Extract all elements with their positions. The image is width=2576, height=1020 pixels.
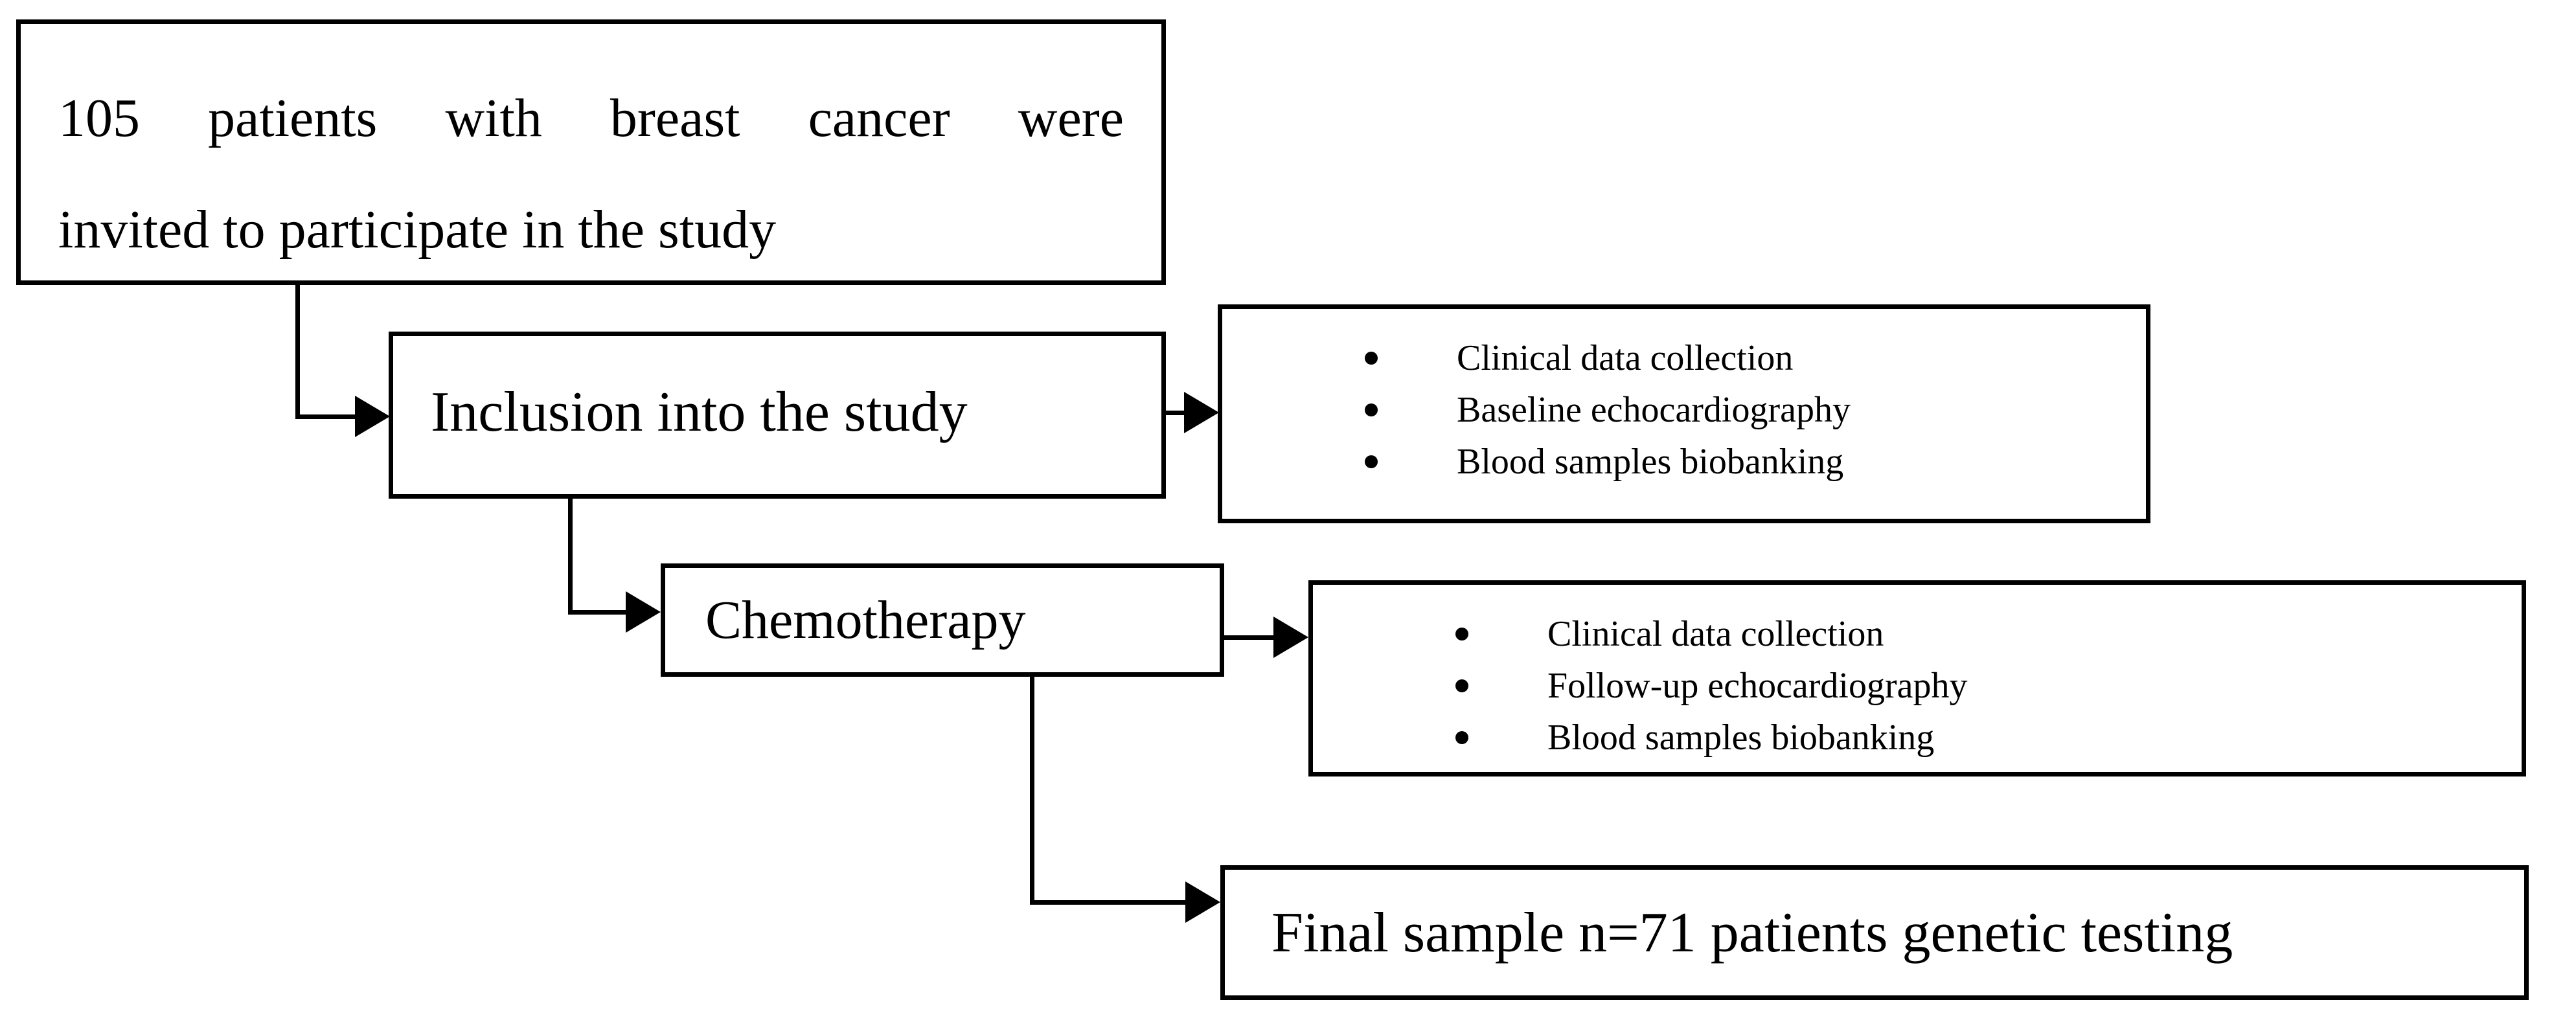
arrowhead-right-icon xyxy=(1185,881,1220,923)
box-inclusion: Inclusion into the study xyxy=(389,332,1166,499)
inclusion-to-chemotherapy-connector-vertical xyxy=(568,499,573,615)
list-item: Blood samples biobanking xyxy=(1313,712,2522,764)
box-inclusion-actions: Clinical data collection Baseline echoca… xyxy=(1218,304,2150,523)
invited-to-inclusion-connector-vertical xyxy=(295,284,300,419)
list-item-label: Blood samples biobanking xyxy=(1457,442,1844,482)
bullet-icon xyxy=(1365,352,1378,365)
bullet-icon xyxy=(1455,679,1468,692)
list-item: Blood samples biobanking xyxy=(1222,436,2146,488)
list-item-label: Clinical data collection xyxy=(1547,614,1884,654)
invited-to-inclusion-connector-horizontal xyxy=(295,414,358,419)
list-item: Follow-up echocardiography xyxy=(1313,660,2522,712)
chemotherapy-to-actions-connector-horizontal xyxy=(1223,635,1275,640)
list-item-label: Baseline echocardiography xyxy=(1457,390,1851,430)
arrowhead-right-icon xyxy=(626,591,661,633)
arrowhead-right-icon xyxy=(355,396,390,437)
invited-patients-line-2: invited to participate in the study xyxy=(58,199,777,260)
arrowhead-right-icon xyxy=(1184,392,1219,433)
arrowhead-right-icon xyxy=(1273,617,1308,658)
box-invited-patients: 105 patients with breast cancer were inv… xyxy=(16,19,1166,285)
chemotherapy-to-final-connector-vertical xyxy=(1030,677,1034,905)
bullet-icon xyxy=(1365,403,1378,416)
invited-patients-line-1: 105 patients with breast cancer were xyxy=(58,88,1124,148)
chemotherapy-actions-list: Clinical data collection Follow-up echoc… xyxy=(1313,608,2522,764)
box-chemotherapy-actions: Clinical data collection Follow-up echoc… xyxy=(1308,580,2526,776)
box-chemotherapy: Chemotherapy xyxy=(661,563,1224,677)
list-item-label: Follow-up echocardiography xyxy=(1547,666,1968,706)
list-item-label: Clinical data collection xyxy=(1457,338,1794,378)
box-final-sample: Final sample n=71 patients genetic testi… xyxy=(1220,865,2529,1000)
inclusion-actions-list: Clinical data collection Baseline echoca… xyxy=(1222,332,2146,488)
list-item: Clinical data collection xyxy=(1313,608,2522,660)
list-item: Baseline echocardiography xyxy=(1222,384,2146,436)
chemotherapy-to-final-connector-horizontal xyxy=(1030,900,1187,905)
bullet-icon xyxy=(1455,628,1468,640)
bullet-icon xyxy=(1365,455,1378,468)
list-item: Clinical data collection xyxy=(1222,332,2146,384)
bullet-icon xyxy=(1455,731,1468,744)
list-item-label: Blood samples biobanking xyxy=(1547,718,1935,758)
inclusion-to-actions-connector-horizontal xyxy=(1165,411,1187,415)
inclusion-to-chemotherapy-connector-horizontal xyxy=(568,610,628,615)
